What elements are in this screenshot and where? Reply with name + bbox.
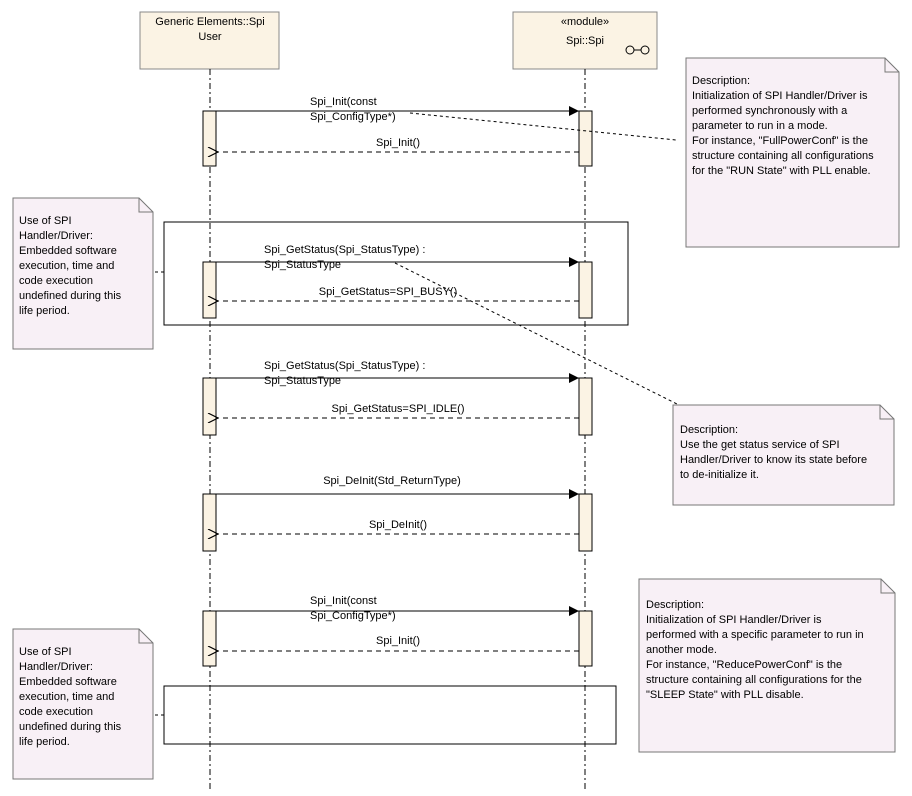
note-usage-1[interactable]: Use of SPI Handler/Driver: Embedded soft… bbox=[12, 197, 154, 350]
activation-spi-1 bbox=[578, 110, 593, 167]
module-icon bbox=[625, 45, 650, 55]
note-get-status-line: Use the get status service of SPI bbox=[680, 439, 840, 451]
message-label-getstatus-2a: Spi_GetStatus(Spi_StatusType) : bbox=[264, 360, 425, 372]
note-usage-2[interactable]: Use of SPI Handler/Driver: Embedded soft… bbox=[12, 628, 154, 780]
return-label-init-2: Spi_Init() bbox=[376, 635, 420, 647]
note-get-status-line: Handler/Driver to know its state before bbox=[680, 454, 867, 466]
message-label-getstatus-2b: Spi_StatusType bbox=[264, 375, 341, 387]
note-init-sleep-line: structure containing all configurations … bbox=[646, 674, 862, 686]
fragment-frame-2 bbox=[163, 685, 617, 745]
note-init-sleep-line: For instance, "ReducePowerConf" is the bbox=[646, 659, 842, 671]
note-init-run-line: Initialization of SPI Handler/Driver is bbox=[692, 90, 868, 102]
activation-user-2 bbox=[202, 261, 217, 319]
note-usage-2-line: Handler/Driver: bbox=[19, 661, 93, 673]
activation-spi-4 bbox=[578, 493, 593, 552]
message-label-init-2: Spi_ConfigType*) bbox=[310, 111, 396, 123]
lifeline-spi[interactable]: «module» Spi::Spi bbox=[512, 11, 658, 790]
note-usage-1-line: Use of SPI bbox=[19, 215, 72, 227]
note-connector-get-status bbox=[394, 262, 678, 405]
activation-spi-5 bbox=[578, 610, 593, 667]
return-label-getstatus-idle: Spi_GetStatus=SPI_IDLE() bbox=[332, 403, 465, 415]
note-usage-2-line: life period. bbox=[19, 736, 70, 748]
note-usage-2-line: undefined during this bbox=[19, 721, 122, 733]
lifeline-user-title: Generic Elements::Spi bbox=[155, 16, 264, 28]
activation-user-4 bbox=[202, 493, 217, 552]
note-init-run-line: For instance, "FullPowerConf" is the bbox=[692, 135, 868, 147]
fragment-frame-1 bbox=[163, 221, 629, 326]
note-get-status[interactable]: Description: Use the get status service … bbox=[672, 404, 895, 506]
message-label-deinit: Spi_DeInit(Std_ReturnType) bbox=[323, 475, 461, 487]
note-init-sleep-line: another mode. bbox=[646, 644, 717, 656]
note-usage-1-line: undefined during this bbox=[19, 290, 122, 302]
note-init-run[interactable]: Description: Initialization of SPI Handl… bbox=[685, 57, 900, 248]
message-label-getstatus-1b: Spi_StatusType bbox=[264, 259, 341, 271]
lifeline-spi-name: Spi::Spi bbox=[566, 35, 604, 47]
lifeline-user[interactable]: Generic Elements::Spi User bbox=[139, 11, 280, 790]
return-label-getstatus-busy: Spi_GetStatus=SPI_BUSY() bbox=[319, 286, 457, 298]
message-label-init-2b: Spi_ConfigType*) bbox=[310, 610, 396, 622]
lifeline-user-subtitle: User bbox=[198, 31, 222, 43]
activation-user-3 bbox=[202, 377, 217, 436]
activation-spi-3 bbox=[578, 377, 593, 436]
note-usage-2-line: execution, time and bbox=[19, 691, 114, 703]
note-usage-2-line: Use of SPI bbox=[19, 646, 72, 658]
return-label-deinit: Spi_DeInit() bbox=[369, 519, 427, 531]
note-init-run-line: parameter to run in a mode. bbox=[692, 120, 828, 132]
note-usage-2-line: Embedded software bbox=[19, 676, 117, 688]
note-init-sleep-line: performed with a specific parameter to r… bbox=[646, 629, 864, 641]
note-init-sleep-line: Initialization of SPI Handler/Driver is bbox=[646, 614, 822, 626]
note-init-run-line: performed synchronously with a bbox=[692, 105, 848, 117]
lifeline-spi-head[interactable] bbox=[512, 11, 658, 70]
note-usage-2-line: code execution bbox=[19, 706, 93, 718]
message-label-init-1: Spi_Init(const bbox=[310, 96, 377, 108]
note-usage-1-line: execution, time and bbox=[19, 260, 114, 272]
note-init-run-line: Description: bbox=[692, 75, 750, 87]
lifeline-user-head[interactable] bbox=[139, 11, 280, 70]
note-init-run-line: for the "RUN State" with PLL enable. bbox=[692, 165, 871, 177]
note-get-status-line: Description: bbox=[680, 424, 738, 436]
lifeline-spi-stereotype: «module» bbox=[561, 16, 609, 28]
message-label-getstatus-1a: Spi_GetStatus(Spi_StatusType) : bbox=[264, 244, 425, 256]
note-usage-1-line: Embedded software bbox=[19, 245, 117, 257]
activation-user-1 bbox=[202, 110, 217, 167]
note-connector-init-run bbox=[409, 112, 677, 141]
activation-user-5 bbox=[202, 610, 217, 667]
note-usage-1-line: life period. bbox=[19, 305, 70, 317]
message-label-init-2a: Spi_Init(const bbox=[310, 595, 377, 607]
note-init-sleep[interactable]: Description: Initialization of SPI Handl… bbox=[638, 578, 896, 753]
note-init-run-line: structure containing all configurations bbox=[692, 150, 874, 162]
note-usage-1-line: code execution bbox=[19, 275, 93, 287]
note-get-status-line: to de-initialize it. bbox=[680, 469, 759, 481]
activation-spi-2 bbox=[578, 261, 593, 319]
note-init-sleep-line: Description: bbox=[646, 599, 704, 611]
return-label-init: Spi_Init() bbox=[376, 137, 420, 149]
note-init-sleep-line: "SLEEP State" with PLL disable. bbox=[646, 689, 804, 701]
note-usage-1-line: Handler/Driver: bbox=[19, 230, 93, 242]
